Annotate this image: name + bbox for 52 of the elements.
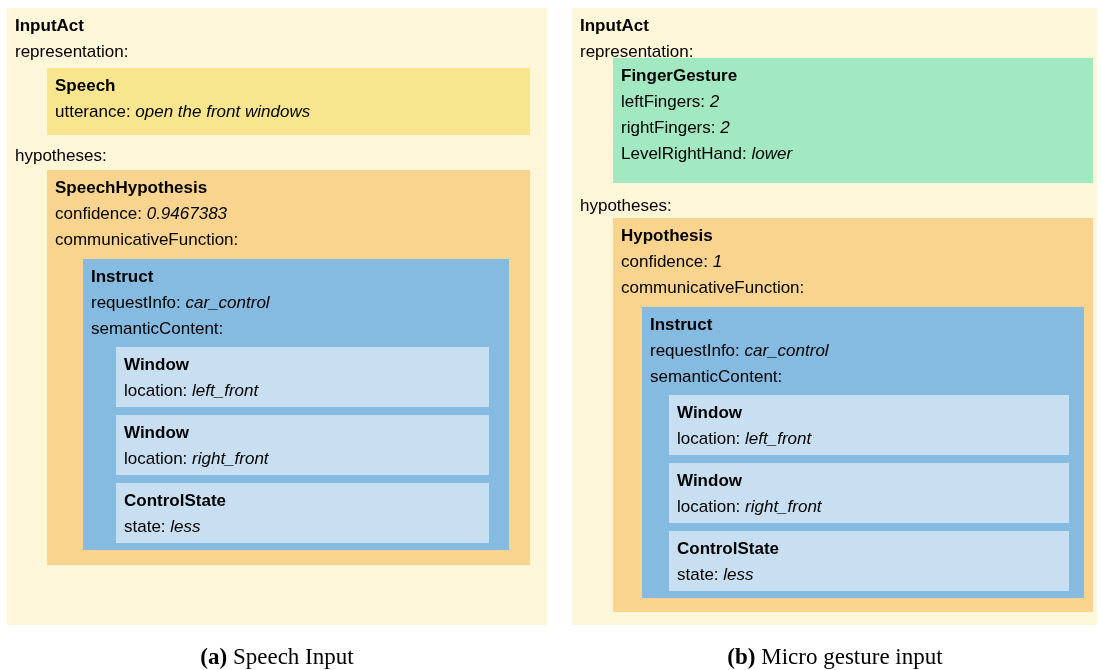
class-box — [642, 307, 1084, 598]
attribute-text: state: less — [677, 565, 754, 585]
attribute-text: semanticContent: — [91, 319, 224, 339]
class-box — [669, 395, 1069, 455]
class-box — [613, 58, 1093, 183]
attribute-text: hypotheses: — [15, 146, 107, 166]
class-box — [669, 463, 1069, 523]
class-box — [116, 415, 489, 475]
attribute-text: requestInfo: car_control — [650, 341, 829, 361]
class-name: Hypothesis — [621, 226, 713, 246]
attribute-text: hypotheses: — [580, 196, 672, 216]
class-box — [669, 531, 1069, 591]
class-name: Window — [677, 471, 742, 491]
class-name: ControlState — [124, 491, 226, 511]
attribute-text: requestInfo: car_control — [91, 293, 270, 313]
class-box — [613, 218, 1093, 612]
subfigure-caption: (a) Speech Input — [200, 644, 354, 670]
attribute-text: confidence: 0.9467383 — [55, 204, 228, 224]
class-name: Window — [124, 355, 189, 375]
attribute-text: confidence: 1 — [621, 252, 723, 272]
attribute-text: location: left_front — [124, 381, 259, 401]
attribute-text: location: right_front — [124, 449, 269, 469]
attribute-text: leftFingers: 2 — [621, 92, 720, 112]
attribute-text: location: left_front — [677, 429, 812, 449]
class-name: Instruct — [91, 267, 154, 287]
subfigure-caption: (b) Micro gesture input — [727, 644, 943, 670]
class-box — [83, 259, 509, 550]
class-box — [47, 68, 530, 135]
class-box — [116, 347, 489, 407]
attribute-text: semanticContent: — [650, 367, 783, 387]
attribute-text: communicativeFunction: — [621, 278, 805, 298]
class-name: InputAct — [580, 16, 649, 36]
class-name: Window — [677, 403, 742, 423]
panel-background — [572, 8, 1097, 625]
class-box — [47, 170, 530, 565]
class-box — [116, 483, 489, 543]
class-name: ControlState — [677, 539, 779, 559]
attribute-text: utterance: open the front windows — [55, 102, 311, 122]
class-name: Window — [124, 423, 189, 443]
class-name: FingerGesture — [621, 66, 738, 86]
attribute-text: LevelRightHand: lower — [621, 144, 793, 164]
class-name: SpeechHypothesis — [55, 178, 208, 198]
attribute-text: communicativeFunction: — [55, 230, 239, 250]
attribute-text: representation: — [15, 42, 129, 62]
class-name: Speech — [55, 76, 116, 96]
class-name: Instruct — [650, 315, 713, 335]
panel-background — [7, 8, 547, 625]
class-name: InputAct — [15, 16, 84, 36]
attribute-text: location: right_front — [677, 497, 822, 517]
attribute-text: representation: — [580, 42, 694, 62]
attribute-text: state: less — [124, 517, 201, 537]
attribute-text: rightFingers: 2 — [621, 118, 730, 138]
